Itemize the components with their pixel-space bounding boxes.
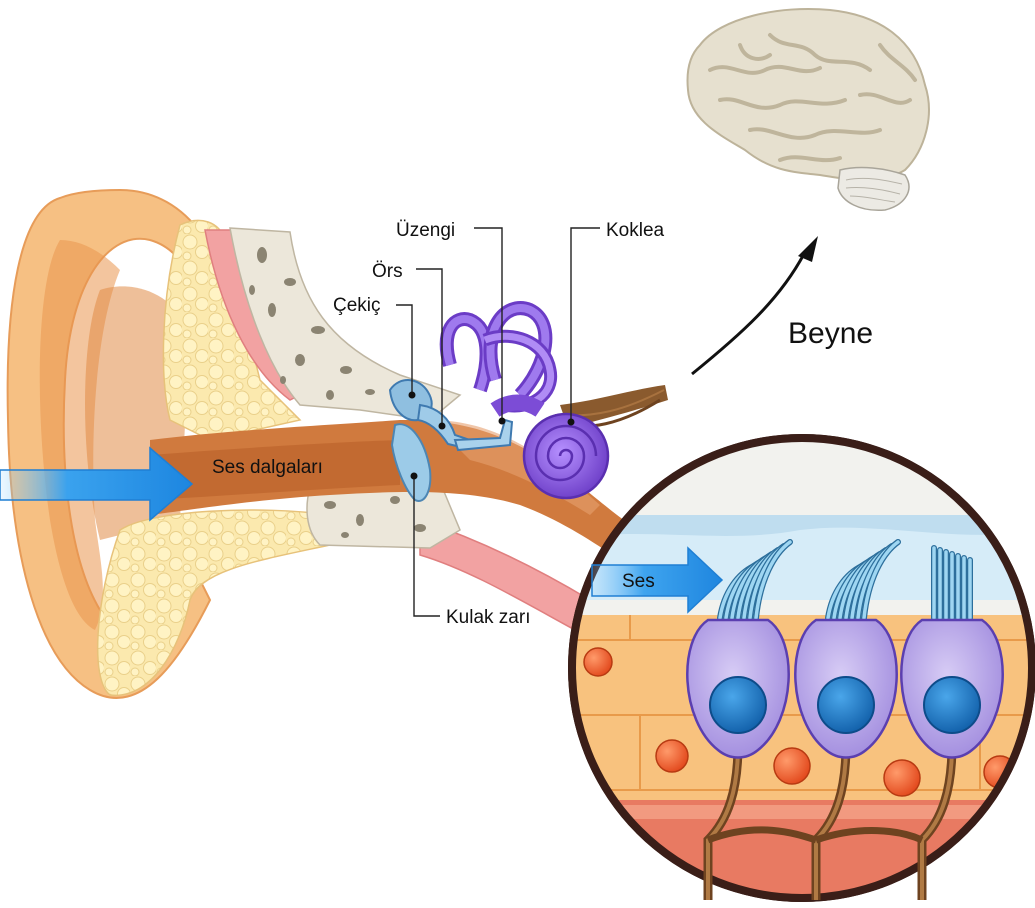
label-cekic: Çekiç	[333, 295, 381, 316]
nerve-connection	[814, 827, 924, 844]
cell-nucleus	[709, 676, 767, 734]
leader-uzengi	[474, 227, 503, 418]
hair-cell	[686, 539, 793, 900]
leader-cekic	[396, 304, 413, 392]
leader-ors	[416, 268, 443, 424]
nerve-connection	[706, 826, 818, 844]
cell-nucleus	[817, 676, 875, 734]
fat-tissue-upper	[162, 219, 302, 441]
label-ses-dalgalari: Ses dalgaları	[212, 457, 323, 478]
brain	[686, 7, 930, 211]
label-ors: Örs	[372, 261, 403, 282]
cell-nucleus	[923, 676, 981, 734]
stapes-shape	[453, 418, 514, 452]
stereocilia	[825, 539, 901, 621]
temporal-bone-upper	[229, 227, 462, 421]
hair-cell-group	[686, 539, 1004, 900]
label-beyne: Beyne	[788, 317, 873, 350]
hair-cell	[900, 545, 1004, 900]
label-kulak-zari: Kulak zarı	[446, 607, 530, 628]
fat-tissue-lower	[96, 509, 331, 696]
label-koklea: Koklea	[606, 220, 665, 241]
stereocilia	[717, 539, 793, 621]
sound-wave-arrow	[0, 446, 194, 522]
leader-koklea	[570, 227, 600, 420]
inner-ear	[439, 301, 610, 500]
eardrum	[390, 423, 432, 502]
label-uzengi: Üzengi	[396, 220, 455, 241]
leader-kulak-zari	[413, 478, 440, 617]
arrow-to-brain	[691, 236, 818, 376]
leader-lines	[396, 227, 600, 617]
sound-arrow-small	[591, 546, 724, 614]
stereocilia	[931, 545, 973, 621]
label-ses: Ses	[622, 571, 655, 592]
